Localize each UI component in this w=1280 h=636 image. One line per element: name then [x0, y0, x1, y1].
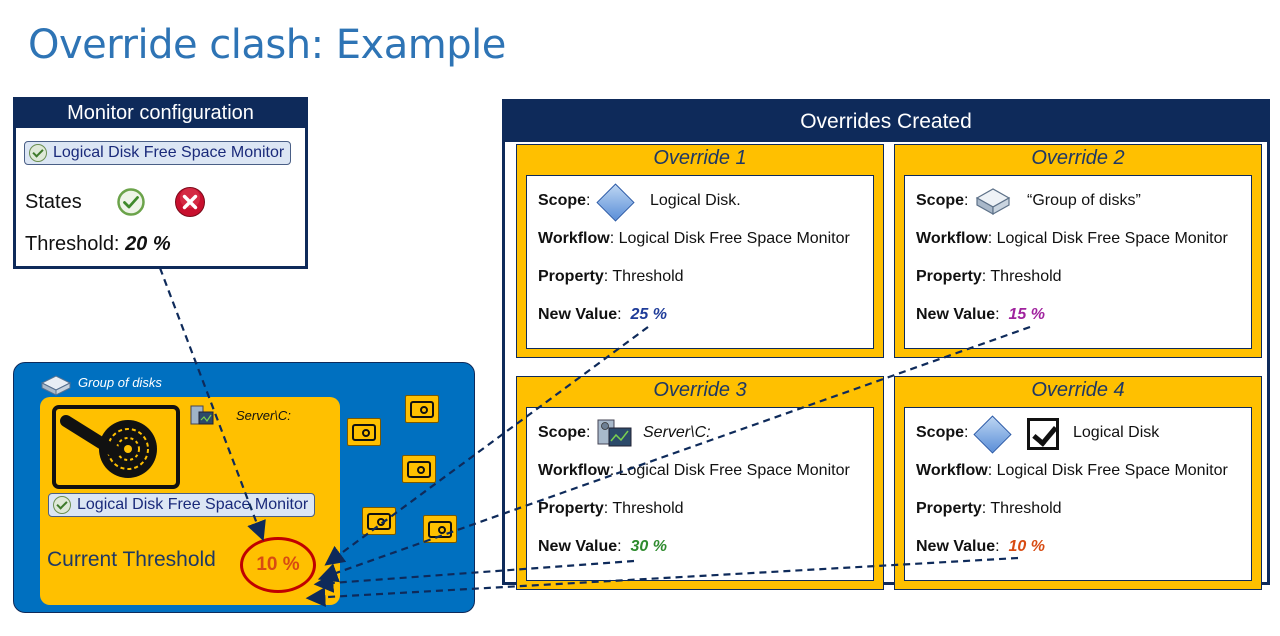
threshold-label: Threshold:	[25, 233, 120, 255]
scope-value: “Group of disks”	[1027, 192, 1141, 209]
group-icon	[975, 188, 1011, 216]
scope-label: Scope	[538, 192, 587, 209]
override-title: Override 4	[1031, 379, 1125, 401]
scope-label: Scope	[916, 192, 965, 209]
diamond-icon	[973, 415, 1012, 454]
monitor-configuration-header: Monitor configuration	[16, 100, 305, 128]
property-row: Property: Threshold	[538, 500, 684, 517]
workflow-value: Logical Disk Free Space Monitor	[618, 230, 850, 247]
workflow-value: Logical Disk Free Space Monitor	[996, 462, 1228, 479]
property-label: Property	[538, 268, 604, 285]
override-2-card: Override 2 Scope: “Group of disks” Workf…	[894, 144, 1262, 358]
healthy-check-icon	[53, 496, 71, 514]
monitor-name-pill[interactable]: Logical Disk Free Space Monitor	[24, 141, 292, 165]
group-of-disks-label: Group of disks	[78, 375, 162, 390]
override-title: Override 3	[653, 379, 747, 401]
property-value: Threshold	[990, 500, 1062, 517]
states-label: States	[25, 191, 82, 213]
server-icon	[597, 419, 632, 447]
server-path-label: Server\C:	[236, 408, 291, 423]
disk-icon	[362, 507, 396, 535]
property-label: Property	[916, 268, 982, 285]
monitor-configuration-panel: Monitor configuration Logical Disk Free …	[13, 97, 308, 269]
disk-icon	[423, 515, 457, 543]
workflow-value: Logical Disk Free Space Monitor	[996, 230, 1228, 247]
healthy-state-icon	[117, 188, 145, 216]
workflow-row: Workflow: Logical Disk Free Space Monito…	[538, 462, 850, 479]
override-1-card: Override 1 Scope: Logical Disk. Workflow…	[516, 144, 884, 358]
new-value-row: New Value: 15 %	[916, 306, 1045, 323]
group-of-disks-icon	[40, 375, 72, 396]
scope-value: Server\C:	[643, 424, 711, 441]
scope-label: Scope	[538, 424, 587, 441]
current-threshold-value: 10 %	[240, 537, 316, 593]
workflow-row: Workflow: Logical Disk Free Space Monito…	[916, 230, 1228, 247]
critical-state-icon	[175, 187, 205, 217]
property-label: Property	[916, 500, 982, 517]
override-title: Override 1	[653, 147, 747, 169]
server-monitor-pill[interactable]: Logical Disk Free Space Monitor	[48, 493, 316, 517]
property-label: Property	[538, 500, 604, 517]
override-details: Scope: Logical Disk. Workflow: Logical D…	[526, 175, 874, 349]
new-value: 25 %	[630, 306, 667, 323]
new-value-label: New Value	[916, 306, 996, 323]
property-row: Property: Threshold	[916, 268, 1062, 285]
diamond-icon	[596, 183, 635, 222]
workflow-value: Logical Disk Free Space Monitor	[618, 462, 850, 479]
monitor-name: Logical Disk Free Space Monitor	[53, 144, 285, 161]
scope-value: Logical Disk.	[650, 192, 741, 209]
workflow-row: Workflow: Logical Disk Free Space Monito…	[916, 462, 1228, 479]
new-value-label: New Value	[538, 538, 618, 555]
scope-row: Scope:	[538, 424, 591, 441]
disk-icon	[402, 455, 436, 483]
workflow-label: Workflow	[538, 462, 610, 479]
server-monitor-name: Logical Disk Free Space Monitor	[77, 496, 309, 513]
scope-row: Scope:	[538, 192, 591, 209]
scope-row: Scope:	[916, 192, 969, 209]
override-3-card: Override 3 Scope: Server\C: Workflow: Lo…	[516, 376, 884, 590]
override-details: Scope: Server\C: Workflow: Logical Disk …	[526, 407, 874, 581]
new-value-label: New Value	[538, 306, 618, 323]
new-value-row: New Value: 10 %	[916, 538, 1045, 555]
overrides-created-header: Overrides Created	[505, 102, 1267, 142]
scope-value: Logical Disk	[1073, 424, 1160, 441]
scope-row: Scope:	[916, 424, 969, 441]
new-value: 30 %	[630, 538, 667, 555]
override-title: Override 2	[1031, 147, 1125, 169]
property-row: Property: Threshold	[916, 500, 1062, 517]
property-value: Threshold	[612, 268, 684, 285]
checkbox-icon	[1027, 418, 1059, 450]
threshold-row: Threshold: 20 %	[25, 233, 171, 256]
disk-icon	[405, 395, 439, 423]
server-icon	[190, 405, 214, 425]
property-value: Threshold	[990, 268, 1062, 285]
disk-icon	[347, 418, 381, 446]
override-4-card: Override 4 Scope: Logical Disk Workflow:…	[894, 376, 1262, 590]
override-details: Scope: “Group of disks” Workflow: Logica…	[904, 175, 1252, 349]
new-value: 15 %	[1008, 306, 1045, 323]
overrides-created-panel: Overrides Created Override 1 Scope: Logi…	[502, 99, 1270, 590]
hard-disk-icon	[52, 405, 180, 489]
property-value: Threshold	[612, 500, 684, 517]
new-value-label: New Value	[916, 538, 996, 555]
property-row: Property: Threshold	[538, 268, 684, 285]
override-details: Scope: Logical Disk Workflow: Logical Di…	[904, 407, 1252, 581]
slide-title: Override clash: Example	[28, 22, 506, 68]
workflow-label: Workflow	[916, 230, 988, 247]
new-value-row: New Value: 30 %	[538, 538, 667, 555]
current-threshold-label: Current Threshold	[47, 548, 216, 571]
workflow-label: Workflow	[538, 230, 610, 247]
scope-label: Scope	[916, 424, 965, 441]
workflow-label: Workflow	[916, 462, 988, 479]
workflow-row: Workflow: Logical Disk Free Space Monito…	[538, 230, 850, 247]
new-value: 10 %	[1008, 538, 1045, 555]
threshold-value: 20 %	[125, 233, 171, 255]
new-value-row: New Value: 25 %	[538, 306, 667, 323]
healthy-check-icon	[29, 144, 47, 162]
